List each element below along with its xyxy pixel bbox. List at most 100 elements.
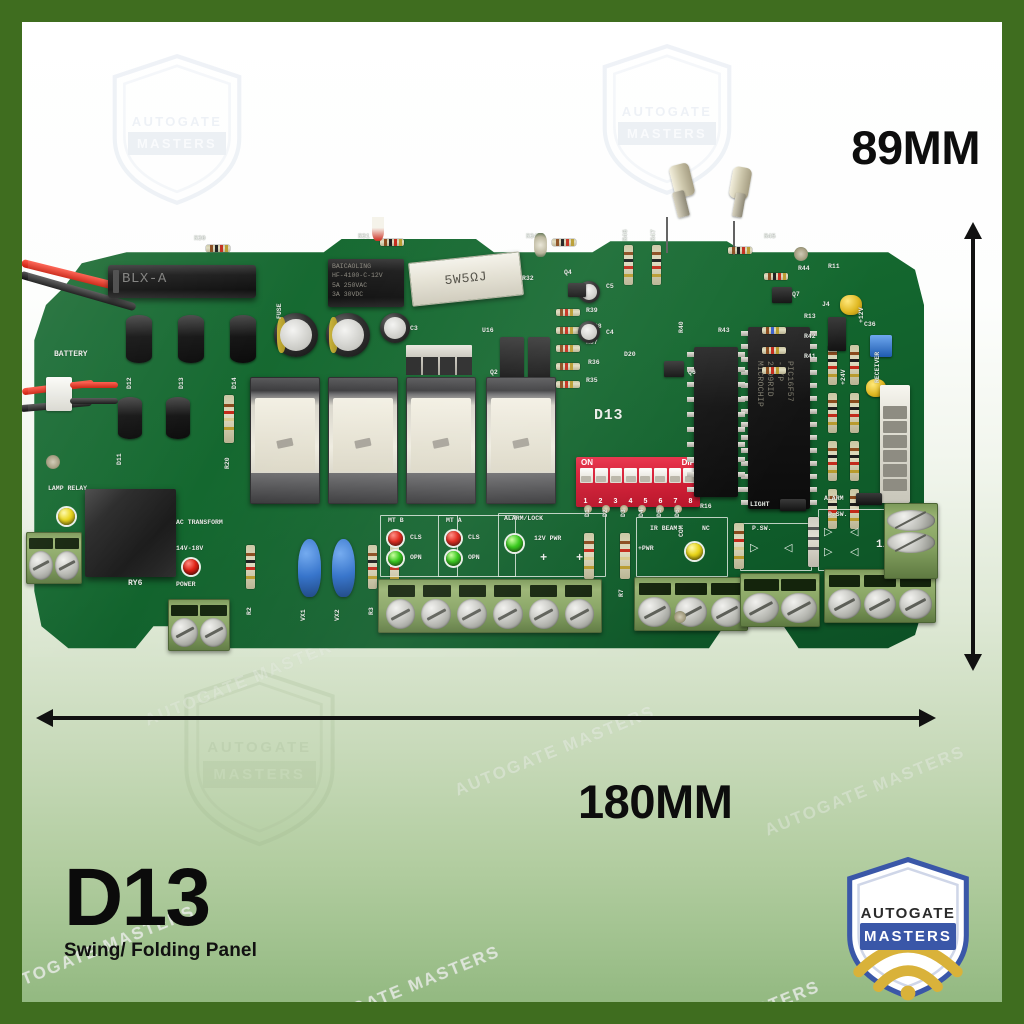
led-alarm-lock <box>506 535 523 552</box>
silk-ir-nc: NC <box>702 525 710 532</box>
relay-ry6 <box>85 489 176 577</box>
power-led <box>183 559 199 575</box>
receiver-connector[interactable] <box>880 385 910 503</box>
silk-12v-pwr: 12V PWR <box>534 535 562 542</box>
terminal-block-ir-beam <box>634 577 748 631</box>
silk-d1: D1 <box>584 509 591 517</box>
logo-brand-top: AUTOGATE <box>860 905 956 922</box>
silk-psw-1: P.SW. <box>752 525 772 532</box>
dip-number: 8 <box>688 498 693 505</box>
silk-r2: R2 <box>246 607 253 615</box>
resistor-r2 <box>246 545 255 589</box>
watermark-brand-top: AUTOGATE <box>621 104 713 119</box>
silk-d12: D12 <box>126 377 133 389</box>
silk-battery: BATTERY <box>54 350 88 359</box>
led-ir-beam <box>686 543 703 560</box>
terminal-screws[interactable] <box>828 588 932 619</box>
diode-d12 <box>126 315 152 363</box>
jumper-j4 <box>828 317 846 351</box>
terminal-slots <box>744 579 816 591</box>
silk-fuse: FUSE <box>276 303 283 319</box>
relay-base <box>251 473 319 503</box>
lamp-relay-led <box>58 508 75 525</box>
terminal-screws[interactable] <box>28 551 80 580</box>
transistor-q4 <box>568 283 586 297</box>
silk-r31: R31 <box>358 233 370 240</box>
ic-pins-right <box>810 327 817 509</box>
led-mt-a-close <box>446 531 461 546</box>
terminal-block-lamp <box>26 532 82 584</box>
spade-terminal-1 <box>668 162 696 220</box>
silk-d13: D13 <box>178 377 185 389</box>
product-title-block: D13 Swing/ Folding Panel <box>64 852 257 962</box>
dip-number: 2 <box>598 498 603 505</box>
dip-lever-1[interactable] <box>580 468 593 483</box>
dip-levers[interactable] <box>580 468 696 483</box>
dip-lever-6[interactable] <box>653 468 667 483</box>
ic-pins-left <box>687 347 694 497</box>
silk-r41: R41 <box>804 353 816 360</box>
terminal-screws[interactable] <box>638 596 744 627</box>
dip-switch[interactable]: ON DIP 1 2 3 4 5 6 7 8 <box>576 457 700 507</box>
brand-logo: AUTOGATE MASTERS <box>844 857 972 1001</box>
dip-number: 6 <box>658 498 663 505</box>
silk-r20: R20 <box>224 457 231 469</box>
varistor-vx1 <box>298 539 321 597</box>
terminal-screws[interactable] <box>743 592 817 623</box>
silk-vx2: VX2 <box>334 609 341 621</box>
silk-mt-b-cls: CLS <box>410 534 422 541</box>
silk-d5: D5 <box>656 509 663 517</box>
terminal-screws[interactable] <box>886 509 936 553</box>
diode-lower-2 <box>166 397 190 439</box>
transistor-light <box>780 499 806 511</box>
silk-c5: C5 <box>606 283 614 290</box>
silk-ir-pwr: +PWR <box>638 545 654 552</box>
silk-q4: Q4 <box>564 269 572 276</box>
silk-plus-2: + <box>576 551 584 565</box>
product-model-label: D13 <box>64 852 211 943</box>
film-capacitor <box>840 295 862 315</box>
watermark-brand-top: AUTOGATE <box>131 114 223 129</box>
silk-ac-voltage: 14V-18V <box>176 545 204 552</box>
terminal-screws[interactable] <box>170 618 228 647</box>
silk-d14: D14 <box>231 377 238 389</box>
terminal-block-right-edge <box>884 503 938 579</box>
led-mt-a-open <box>446 551 461 566</box>
capacitor-c8 <box>274 313 318 357</box>
dip-lever-4[interactable] <box>624 468 637 483</box>
relay-power-module: BAICAOLING HF-4100-C-12V 5A 250VAC 3A 30… <box>328 259 404 307</box>
width-dimension-label: 180MM <box>578 775 733 828</box>
watermark-diagonal-text: AUTOGATE MASTERS <box>617 977 823 1002</box>
led-mt-b-open <box>388 551 403 566</box>
dip-lever-7[interactable] <box>668 468 682 483</box>
silk-r43: R43 <box>718 327 730 334</box>
receiver-connector-slots <box>883 406 907 492</box>
relay-cap <box>255 398 315 471</box>
terminal-screws[interactable] <box>385 598 595 629</box>
silk-mt-a: MT A <box>446 517 462 524</box>
silk-psw-2: P.SW. <box>828 511 848 518</box>
relay-marking: BAICAOLING HF-4100-C-12V 5A 250VAC 3A 30… <box>332 263 383 299</box>
dip-lever-2[interactable] <box>594 468 608 483</box>
dip-lever-5[interactable] <box>639 468 652 483</box>
resistor-r20 <box>224 395 234 443</box>
silk-alarm-lock: ALARM/LOCK <box>504 515 544 522</box>
dip-lever-3[interactable] <box>609 468 623 483</box>
terminal-slots <box>829 575 931 587</box>
mounting-hole <box>534 233 547 257</box>
silk-d4: D4 <box>638 509 645 517</box>
dip-number: 4 <box>628 498 633 505</box>
silk-ir-beam: IR BEAM <box>650 525 678 532</box>
ic-pins-right <box>738 347 745 497</box>
watermark-brand-bottom: MASTERS <box>203 761 316 788</box>
silk-u16: U16 <box>482 327 494 334</box>
silk-r34: R34 <box>526 233 538 240</box>
silk-r13: R13 <box>804 313 816 320</box>
transistor-q2b <box>528 337 550 379</box>
silk-12v: +12V <box>858 307 865 323</box>
psw-arrow-left-3: ◁ <box>850 546 859 558</box>
relay-1 <box>250 377 320 504</box>
relay-3 <box>406 377 476 504</box>
watermark-shield-topmid: AUTOGATE MASTERS <box>597 42 737 197</box>
